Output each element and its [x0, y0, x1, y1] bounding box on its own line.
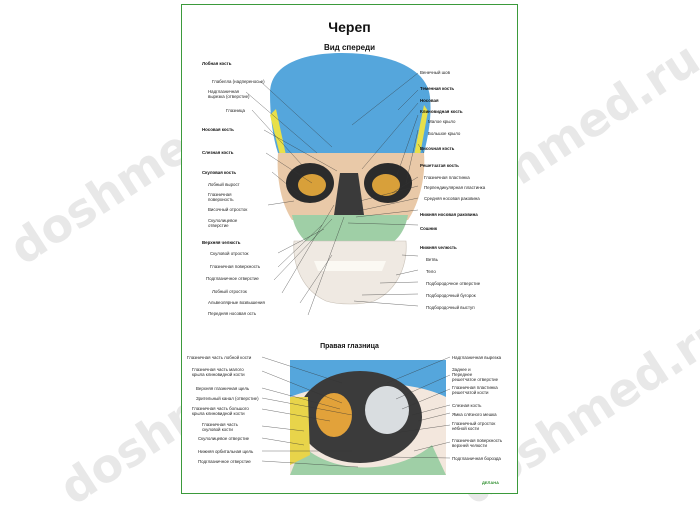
label-infraorbital-foramen: Подглазничное отверстие	[206, 276, 259, 281]
orbit-left-inner	[298, 174, 326, 196]
label-mental-foramen: Подбородочное отверстие	[426, 281, 481, 286]
orbit-leader-lines	[261, 356, 451, 468]
temporal-bone-right	[414, 105, 428, 155]
poster-title: Череп	[328, 19, 371, 35]
orbit-ethmoid	[365, 386, 409, 434]
label-ramus: Ветвь	[426, 257, 438, 262]
label-greater-wing: Большое крыло	[428, 131, 461, 136]
label-temporal-bone: Височная кость	[420, 146, 455, 151]
orbit-illustration	[290, 360, 446, 475]
label-middle-nasal-concha: Средняя носовая раковина	[424, 196, 480, 201]
label-lacrimal-bone: Слезная кость	[202, 150, 234, 155]
label-inferior-nasal-concha: Нижняя носовая раковина	[420, 212, 478, 217]
orbit-subtitle: Правая глазница	[320, 343, 379, 350]
label-orbital-part-lesser-wing: Глазничная часть малого крыла клиновидно…	[192, 367, 245, 377]
front-leader-lines	[245, 72, 425, 316]
label-orbital-plate-ethmoid: Глазничная пластинка решетчатой кости	[452, 385, 498, 395]
label-orbit-infraorbital-foramen: Подглазничное отверстие	[198, 459, 251, 464]
label-vomer: Сошник	[420, 226, 438, 231]
label-lacrimal-sac-fossa: Ямка слёзного мешка	[452, 412, 497, 417]
label-orbital-surface-maxilla: Глазничная поверхность верхней челюсти	[452, 438, 503, 448]
label-orbit: Глазница	[226, 108, 245, 113]
label-temporal-process: Височный отросток	[208, 207, 248, 212]
mandible-teeth	[314, 261, 386, 271]
cranium-shape	[270, 53, 431, 153]
label-alveolar-yokes: Альвеолярные возвышения	[208, 300, 265, 305]
label-frontal-process-maxilla: Лобный отросток	[212, 289, 247, 294]
label-supraorbital-notch-orbit: Надглазничная вырезка	[452, 355, 502, 360]
publisher-logo: ДЕЛАНА	[482, 480, 499, 485]
label-orbital-part-greater-wing: Глазничная часть большого крыла клиновид…	[192, 406, 249, 416]
label-maxilla-orbital-surface: Глазничная поверхность	[210, 264, 261, 269]
label-mental-protuberance: Подбородочный выступ	[426, 305, 475, 310]
temporal-bone-left	[270, 109, 286, 155]
label-supraorbital-notch: Надглазничная вырезка (отверстие)	[208, 89, 250, 99]
label-coronal-suture: Венечный шов	[420, 70, 450, 75]
label-zygomatic-bone: Скуловая кость	[202, 170, 237, 175]
label-sphenoid-bone: Клиновидная кость	[420, 109, 463, 114]
label-mental-tubercle: Подбородочный бугорок	[426, 293, 476, 298]
label-frontal-bone: Лобная кость	[202, 61, 232, 66]
label-anterior-nasal-spine: Передняя носовая ость	[208, 311, 257, 316]
orbit-zygomatic	[290, 397, 310, 465]
label-orbit-lacrimal-bone: Слезная кость	[452, 403, 482, 408]
label-ethmoid-bone: Решетчатая кость	[420, 163, 459, 168]
label-infraorbital-groove: Подглазничная борозда	[452, 456, 501, 461]
label-body: Тело	[426, 269, 436, 274]
front-view-subtitle: Вид спереди	[323, 43, 376, 52]
label-parietal-bone: Теменная кость	[420, 86, 455, 91]
skull-illustrations	[245, 53, 451, 475]
label-nasal: Носовая	[420, 98, 439, 103]
label-maxilla: Верхняя челюсть	[202, 240, 241, 245]
label-ethmoidal-foramina: Заднее и Переднее решетчатое отверстие	[452, 367, 499, 382]
label-orbital-plate: Глазничная пластинка	[424, 175, 470, 180]
label-glabella: Глабелла (надпереносье)	[212, 79, 265, 84]
anatomy-poster: Череп Вид спереди	[181, 4, 518, 494]
label-frontal-process: Лобный вырост	[208, 182, 240, 187]
label-orbital-part-frontal: Глазничная часть лобной кости	[187, 355, 252, 360]
nasal-cavity	[334, 173, 364, 215]
orbit-maxilla	[290, 445, 446, 475]
mandible	[293, 240, 407, 305]
skull-front-illustration	[270, 53, 431, 305]
label-mandible: Нижняя челюсть	[420, 245, 457, 250]
label-optic-canal: Зрительный канал (отверстие)	[196, 396, 259, 401]
label-lesser-wing: Малое крыло	[428, 119, 456, 124]
orbit-sphenoid	[316, 393, 352, 437]
label-zygomaticofacial-foramen: Скулолицевое отверстие	[208, 218, 238, 228]
label-nasal-bone: Носовая кость	[202, 127, 234, 132]
label-orbital-process-palatine: Глазничный отросток нёбной кости	[452, 421, 496, 431]
orbit-right-inner	[372, 174, 400, 196]
label-inferior-orbital-fissure: Нижняя орбитальная щель	[198, 449, 254, 454]
label-superior-orbital-fissure: Верхняя глазничная щель	[196, 386, 250, 391]
label-orbital-part-zygomatic: Глазничная часть скуловой кости	[202, 422, 238, 432]
label-perpendicular-plate: Перпендикулярная пластинка	[424, 185, 486, 190]
label-orbital-surface: Глазничная поверхность	[208, 192, 234, 202]
label-zygomatic-process: Скуловой отросток	[210, 251, 249, 256]
label-orbit-zygomaticofacial-foramen: Скулолицевое отверстие	[198, 436, 250, 441]
